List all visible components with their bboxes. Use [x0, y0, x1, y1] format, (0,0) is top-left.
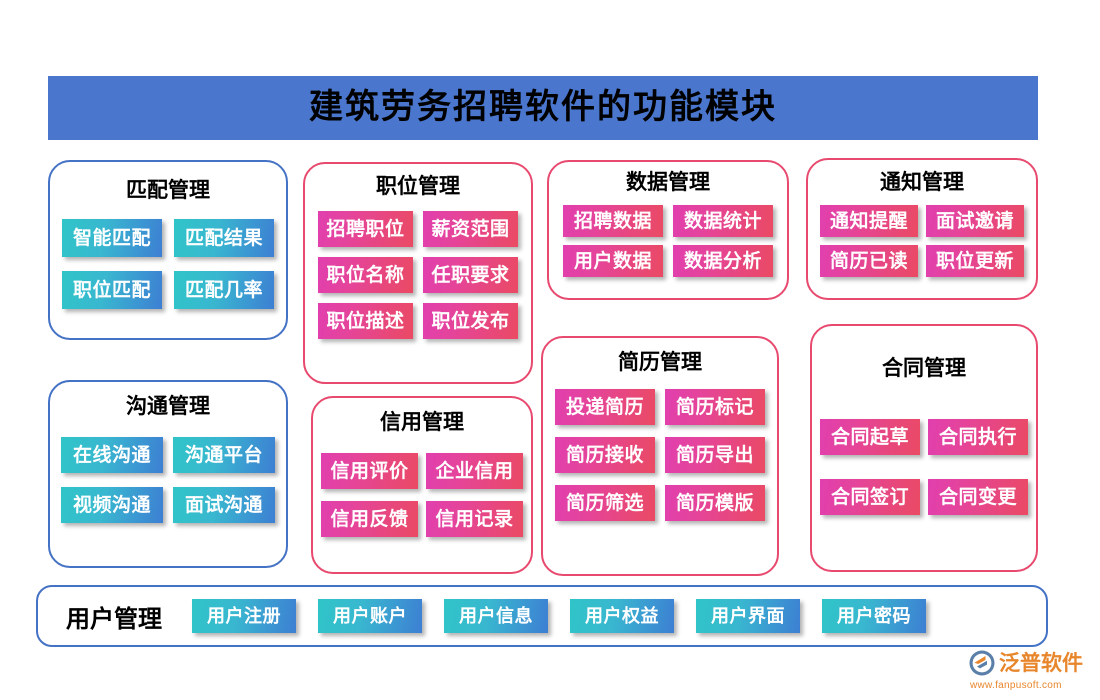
- panel-title-communication-management: 沟通管理: [126, 394, 210, 418]
- chip-data-statistics[interactable]: 数据统计: [673, 205, 773, 237]
- chip-recruitment-data[interactable]: 招聘数据: [563, 205, 663, 237]
- panel-communication-management: 沟通管理 在线沟通 沟通平台 视频沟通 面试沟通: [48, 380, 288, 568]
- panel-user-management: 用户管理 用户注册 用户账户 用户信息 用户权益 用户界面 用户密码: [36, 585, 1048, 647]
- chip-salary-range[interactable]: 薪资范围: [423, 211, 518, 247]
- chip-user-data[interactable]: 用户数据: [563, 245, 663, 277]
- chip-recruit-position[interactable]: 招聘职位: [318, 211, 413, 247]
- chip-grid-communication-management: 在线沟通 沟通平台 视频沟通 面试沟通: [50, 437, 286, 523]
- chip-notification-reminder[interactable]: 通知提醒: [820, 205, 918, 237]
- fanpu-logo-icon: [968, 649, 996, 677]
- chip-match-probability[interactable]: 匹配几率: [174, 271, 274, 309]
- chip-online-communication[interactable]: 在线沟通: [61, 437, 163, 473]
- chip-credit-feedback[interactable]: 信用反馈: [321, 501, 418, 537]
- chip-resume-filter[interactable]: 简历筛选: [555, 485, 655, 521]
- panel-title-resume-management: 简历管理: [618, 350, 702, 374]
- panel-title-credit-management: 信用管理: [380, 410, 464, 434]
- panel-data-management: 数据管理 招聘数据 数据统计 用户数据 数据分析: [547, 160, 789, 300]
- panel-title-notification-management: 通知管理: [880, 170, 964, 194]
- panel-title-data-management: 数据管理: [626, 170, 710, 194]
- chip-resume-read[interactable]: 简历已读: [820, 245, 918, 277]
- chip-position-name[interactable]: 职位名称: [318, 257, 413, 293]
- chip-grid-notification-management: 通知提醒 面试邀请 简历已读 职位更新: [808, 205, 1036, 277]
- chip-position-match[interactable]: 职位匹配: [62, 271, 162, 309]
- chip-grid-contract-management: 合同起草 合同执行 合同签订 合同变更: [812, 419, 1036, 515]
- chip-user-registration[interactable]: 用户注册: [192, 599, 296, 633]
- logo-website-url: www.fanpusoft.com: [970, 680, 1062, 691]
- chip-user-information[interactable]: 用户信息: [444, 599, 548, 633]
- chip-data-analysis[interactable]: 数据分析: [673, 245, 773, 277]
- chip-contract-drafting[interactable]: 合同起草: [820, 419, 920, 455]
- chip-grid-user-management: 用户注册 用户账户 用户信息 用户权益 用户界面 用户密码: [192, 599, 926, 633]
- page-title-banner: 建筑劳务招聘软件的功能模块: [48, 76, 1038, 140]
- chip-position-publish[interactable]: 职位发布: [423, 303, 518, 339]
- chip-contract-signing[interactable]: 合同签订: [820, 479, 920, 515]
- page-title: 建筑劳务招聘软件的功能模块: [309, 89, 777, 126]
- panel-title-position-management: 职位管理: [376, 174, 460, 198]
- chip-grid-credit-management: 信用评价 企业信用 信用反馈 信用记录: [313, 453, 531, 537]
- chip-contract-execution[interactable]: 合同执行: [928, 419, 1028, 455]
- chip-credit-record[interactable]: 信用记录: [426, 501, 523, 537]
- chip-job-requirements[interactable]: 任职要求: [423, 257, 518, 293]
- chip-user-password[interactable]: 用户密码: [822, 599, 926, 633]
- panel-contract-management: 合同管理 合同起草 合同执行 合同签订 合同变更: [810, 324, 1038, 572]
- panel-resume-management: 简历管理 投递简历 简历标记 简历接收 简历导出 简历筛选 简历模版: [541, 336, 779, 576]
- chip-grid-resume-management: 投递简历 简历标记 简历接收 简历导出 简历筛选 简历模版: [543, 389, 777, 521]
- chip-user-interface[interactable]: 用户界面: [696, 599, 800, 633]
- chip-position-update[interactable]: 职位更新: [926, 245, 1024, 277]
- chip-match-result[interactable]: 匹配结果: [174, 219, 274, 257]
- chip-resume-template[interactable]: 简历模版: [665, 485, 765, 521]
- panel-title-user-management: 用户管理: [66, 606, 162, 633]
- chip-grid-match-management: 智能匹配 匹配结果 职位匹配 匹配几率: [50, 219, 286, 309]
- chip-resume-receive[interactable]: 简历接收: [555, 437, 655, 473]
- chip-interview-invitation[interactable]: 面试邀请: [926, 205, 1024, 237]
- panel-match-management: 匹配管理 智能匹配 匹配结果 职位匹配 匹配几率: [48, 160, 288, 340]
- chip-submit-resume[interactable]: 投递简历: [555, 389, 655, 425]
- chip-intelligent-match[interactable]: 智能匹配: [62, 219, 162, 257]
- chip-communication-platform[interactable]: 沟通平台: [173, 437, 275, 473]
- logo-brand-name: 泛普软件: [999, 650, 1083, 675]
- chip-grid-data-management: 招聘数据 数据统计 用户数据 数据分析: [549, 205, 787, 277]
- logo-row: 泛普软件: [968, 648, 1096, 678]
- chip-user-rights[interactable]: 用户权益: [570, 599, 674, 633]
- panel-title-contract-management: 合同管理: [882, 356, 966, 380]
- chip-contract-change[interactable]: 合同变更: [928, 479, 1028, 515]
- chip-resume-export[interactable]: 简历导出: [665, 437, 765, 473]
- chip-user-account[interactable]: 用户账户: [318, 599, 422, 633]
- panel-credit-management: 信用管理 信用评价 企业信用 信用反馈 信用记录: [311, 396, 533, 574]
- chip-video-communication[interactable]: 视频沟通: [61, 487, 163, 523]
- chip-position-description[interactable]: 职位描述: [318, 303, 413, 339]
- chip-credit-evaluation[interactable]: 信用评价: [321, 453, 418, 489]
- chip-resume-mark[interactable]: 简历标记: [665, 389, 765, 425]
- panel-title-match-management: 匹配管理: [126, 178, 210, 202]
- chip-grid-position-management: 招聘职位 薪资范围 职位名称 任职要求 职位描述 职位发布: [305, 211, 531, 339]
- brand-logo: 泛普软件 www.fanpusoft.com: [968, 648, 1096, 694]
- chip-enterprise-credit[interactable]: 企业信用: [426, 453, 523, 489]
- chip-interview-communication[interactable]: 面试沟通: [173, 487, 275, 523]
- panel-notification-management: 通知管理 通知提醒 面试邀请 简历已读 职位更新: [806, 158, 1038, 300]
- panel-position-management: 职位管理 招聘职位 薪资范围 职位名称 任职要求 职位描述 职位发布: [303, 162, 533, 384]
